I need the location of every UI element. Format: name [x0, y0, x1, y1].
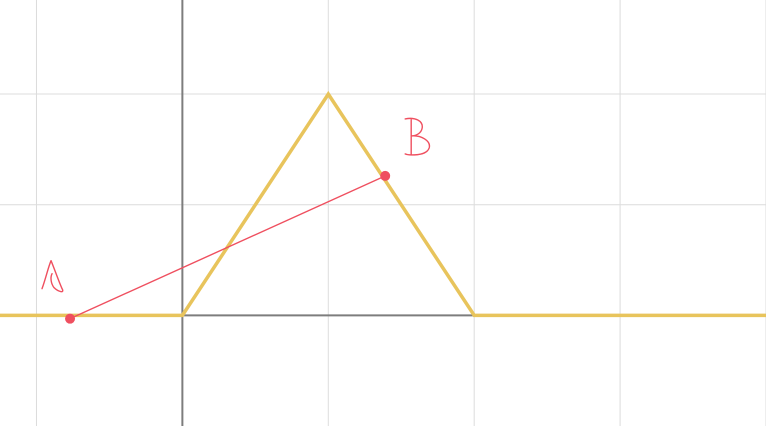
annotation-layer: AB — [41, 117, 431, 324]
label-a-stroke — [41, 259, 64, 293]
label-a: A — [41, 259, 64, 293]
function-layer — [0, 90, 766, 318]
label-b: B — [404, 117, 431, 156]
point-b[interactable] — [380, 170, 391, 181]
label-b-stroke — [404, 117, 431, 156]
segment-ab — [69, 175, 386, 320]
function-curve — [0, 90, 766, 318]
point-a[interactable] — [65, 313, 76, 324]
